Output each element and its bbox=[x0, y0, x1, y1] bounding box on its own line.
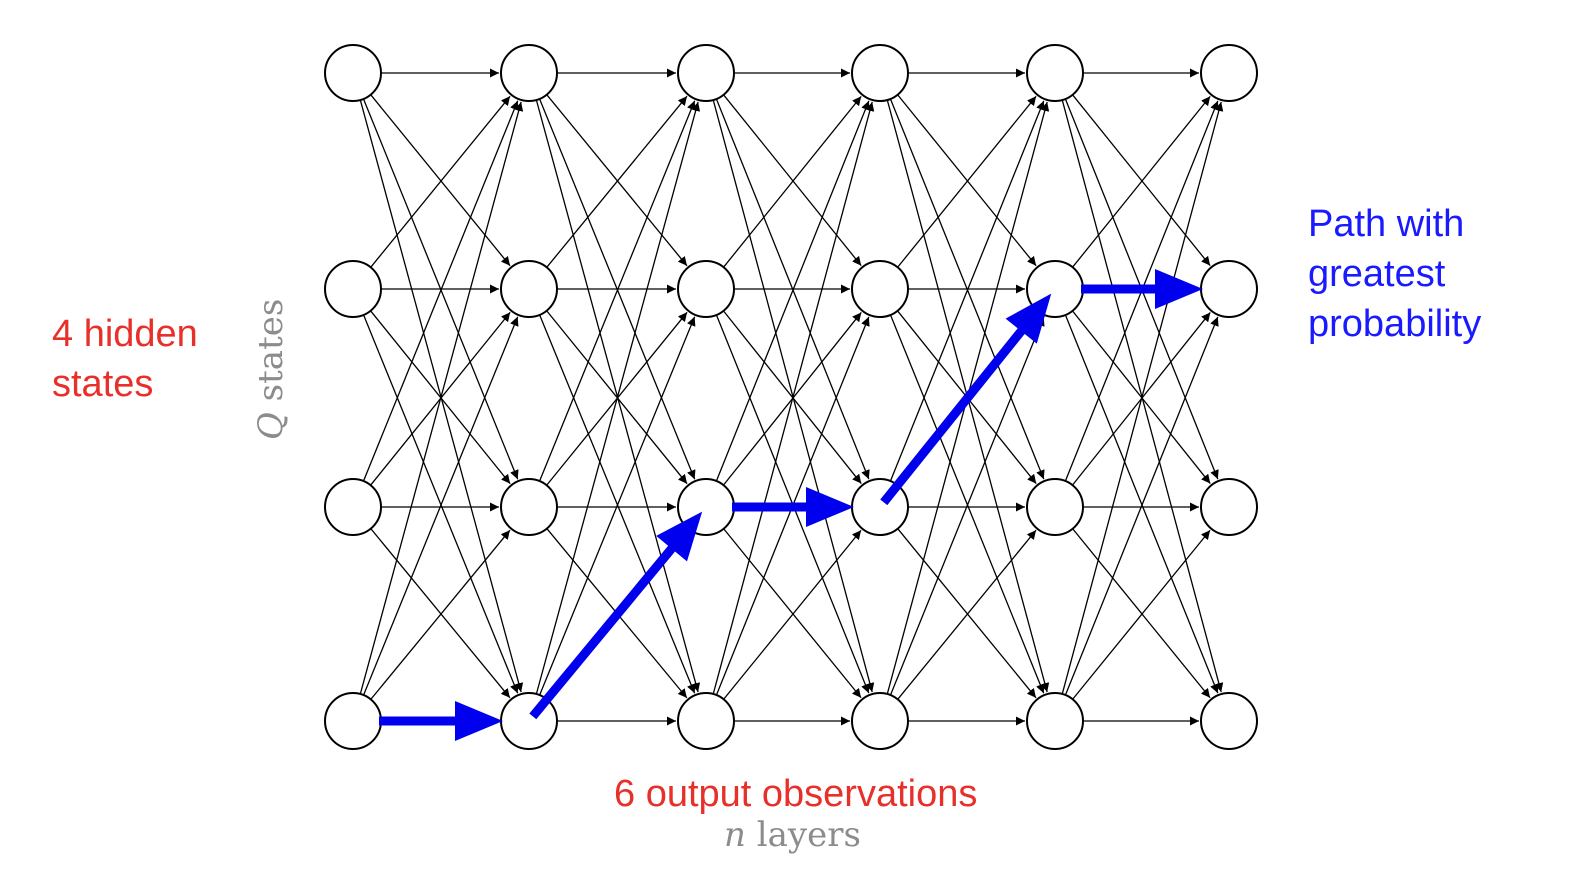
edge-l5-s3-to-s4 bbox=[1072, 528, 1211, 699]
edge-l3-s4-to-s3 bbox=[723, 529, 862, 700]
edge-l2-s4-to-s1 bbox=[535, 101, 701, 695]
y-axis-label-rest: states bbox=[251, 299, 291, 412]
state-node-layer5-state3 bbox=[1026, 478, 1084, 536]
path-label-line2: greatest bbox=[1308, 253, 1446, 295]
state-node-layer2-state2 bbox=[500, 260, 558, 318]
edge-l5-s2-to-s1 bbox=[1072, 95, 1211, 268]
best-path-arrow-5 bbox=[1081, 269, 1203, 309]
edge-l4-s4-to-s2 bbox=[889, 316, 1045, 696]
edge-l3-s3-to-s4 bbox=[723, 528, 862, 699]
best-path-arrow-3 bbox=[732, 487, 854, 527]
state-node-layer5-state1 bbox=[1026, 44, 1084, 102]
hidden-states-label-line1: 4 hidden bbox=[52, 313, 198, 355]
edge-l1-s1-to-s2 bbox=[370, 94, 511, 267]
edge-l5-s1-to-s2 bbox=[1072, 94, 1211, 267]
edge-l1-s3-to-s1 bbox=[362, 100, 519, 482]
path-label-line3: probability bbox=[1308, 303, 1481, 345]
edge-l4-s1-to-s2 bbox=[897, 94, 1037, 267]
state-node-layer4-state4 bbox=[851, 692, 909, 750]
x-axis-label-n: n bbox=[724, 815, 746, 855]
edge-l2-s2-to-s1 bbox=[546, 95, 688, 268]
edge-l1-s3-to-s4 bbox=[370, 528, 511, 699]
state-node-layer6-state3 bbox=[1200, 478, 1258, 536]
edge-l3-s1-to-s2 bbox=[723, 94, 862, 267]
state-node-layer3-state1 bbox=[677, 44, 735, 102]
edge-l3-s4-to-s1 bbox=[712, 101, 875, 695]
path-label-line1: Path with bbox=[1308, 203, 1464, 245]
edge-l1-s4-to-s1 bbox=[359, 101, 524, 695]
edge-l4-s3-to-s1 bbox=[889, 100, 1045, 482]
state-node-layer3-state4 bbox=[677, 692, 735, 750]
state-node-layer1-state4 bbox=[324, 692, 382, 750]
edge-l2-s3-to-s1 bbox=[538, 100, 696, 482]
edge-l1-s2-to-s4 bbox=[362, 314, 519, 694]
edge-l4-s2-to-s1 bbox=[897, 95, 1037, 268]
best-path-arrow-1 bbox=[379, 701, 503, 741]
edge-l2-s2-to-s4 bbox=[539, 314, 696, 694]
edge-l2-s4-to-s2 bbox=[539, 316, 696, 696]
state-node-layer5-state4 bbox=[1026, 692, 1084, 750]
edge-l5-s4-to-s2 bbox=[1064, 316, 1219, 696]
state-node-layer4-state2 bbox=[851, 260, 909, 318]
edge-l5-s4-to-s3 bbox=[1072, 529, 1211, 700]
state-node-layer1-state1 bbox=[324, 44, 382, 102]
x-axis-label: n layers bbox=[724, 815, 861, 855]
output-observations-label: 6 output observations bbox=[614, 773, 977, 815]
edge-l1-s4-to-s3 bbox=[370, 529, 511, 700]
state-node-layer2-state1 bbox=[500, 44, 558, 102]
edge-l5-s2-to-s4 bbox=[1064, 314, 1219, 694]
state-nodes bbox=[324, 44, 1258, 750]
y-axis-label-q: Q bbox=[251, 412, 291, 440]
x-axis-label-rest: layers bbox=[746, 815, 861, 855]
edge-l3-s2-to-s1 bbox=[723, 95, 862, 268]
best-path-arrow-2 bbox=[529, 511, 703, 720]
edge-l4-s4-to-s3 bbox=[897, 529, 1037, 700]
edge-l2-s1-to-s2 bbox=[546, 94, 688, 267]
best-path-arrow-4 bbox=[880, 293, 1052, 506]
edge-l4-s2-to-s4 bbox=[889, 314, 1045, 694]
state-node-layer3-state2 bbox=[677, 260, 735, 318]
edge-l4-s3-to-s4 bbox=[897, 528, 1037, 699]
y-axis-label: Q states bbox=[251, 299, 291, 440]
state-node-layer1-state3 bbox=[324, 478, 382, 536]
state-node-layer6-state1 bbox=[1200, 44, 1258, 102]
state-node-layer2-state3 bbox=[500, 478, 558, 536]
state-node-layer6-state2 bbox=[1200, 260, 1258, 318]
edge-l1-s2-to-s1 bbox=[370, 95, 511, 268]
hidden-states-label-line2: states bbox=[52, 363, 153, 405]
state-node-layer1-state2 bbox=[324, 260, 382, 318]
state-node-layer6-state4 bbox=[1200, 692, 1258, 750]
edge-l1-s4-to-s2 bbox=[362, 316, 519, 696]
state-node-layer4-state1 bbox=[851, 44, 909, 102]
edge-l5-s4-to-s1 bbox=[1061, 101, 1224, 695]
edge-l3-s3-to-s1 bbox=[715, 100, 870, 482]
best-path bbox=[379, 269, 1203, 741]
transition-edges bbox=[359, 68, 1224, 726]
